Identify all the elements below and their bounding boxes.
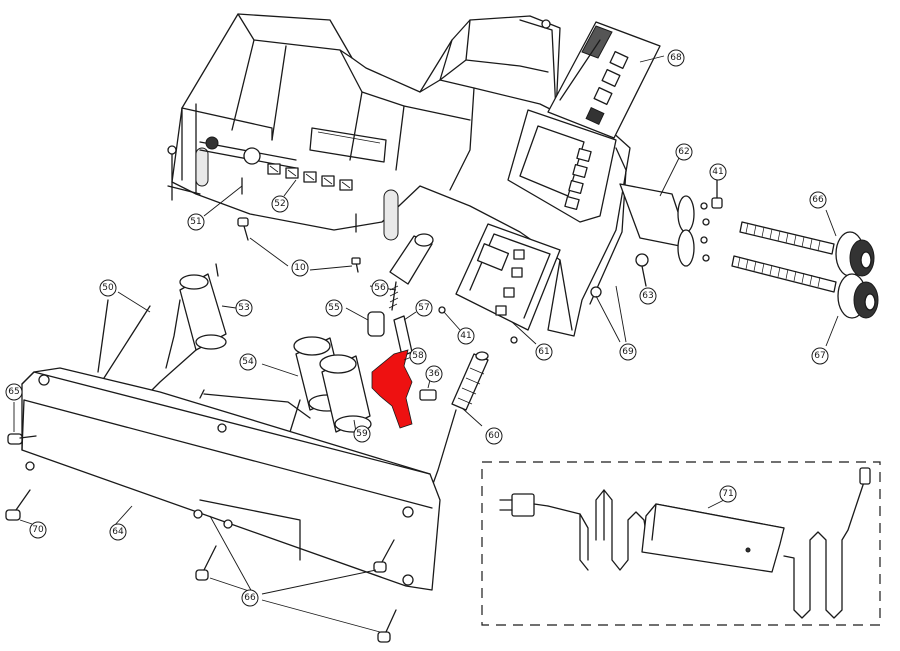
callout-balloon [535, 343, 553, 361]
callout-balloon [719, 485, 737, 503]
callout-label-64: 64 [112, 527, 124, 537]
control-label-card-69 [547, 21, 665, 139]
leader-41-left [443, 311, 461, 331]
callout-label-58: 58 [412, 351, 424, 361]
callout-label-51: 51 [190, 217, 201, 227]
callout-label-50: 50 [102, 283, 114, 293]
callout-balloon [485, 427, 503, 445]
connector-60 [429, 351, 489, 493]
callout-balloon [371, 279, 389, 297]
base-plate-64 [21, 367, 441, 591]
callout-balloon [353, 425, 371, 443]
callout-balloon [99, 279, 117, 297]
callout-label-53: 53 [238, 303, 249, 313]
screw-66-upper [7, 402, 37, 445]
callout-balloon [291, 259, 309, 277]
leader-51 [203, 185, 243, 217]
callout-label-36: 36 [428, 369, 440, 379]
callout-balloon [811, 347, 829, 365]
flange-assembly-62 [619, 155, 710, 267]
callout-label-60: 60 [488, 431, 500, 441]
callout-label-59: 59 [356, 429, 368, 439]
screw-10 [237, 217, 361, 273]
knob-screw-68 [731, 255, 879, 347]
pump-head-56 [369, 233, 434, 311]
coupling-55 [345, 307, 385, 337]
switch-row [267, 163, 353, 191]
callout-label-61: 61 [538, 347, 549, 357]
callout-label-10: 10 [294, 263, 306, 273]
callout-balloon [675, 143, 693, 161]
callout-label-66: 66 [244, 593, 256, 603]
screw-70 [590, 285, 627, 343]
callout-balloon [809, 191, 827, 209]
callout-label-66: 66 [812, 195, 824, 205]
callout-balloon [235, 299, 253, 317]
power-adapter-box [481, 461, 881, 626]
callout-label-67: 67 [814, 351, 825, 361]
motor-59 [319, 354, 372, 433]
callout-label-63: 63 [642, 291, 653, 301]
main-housing [167, 13, 631, 337]
callout-label-41: 41 [712, 167, 723, 177]
screws-66-lower [195, 515, 397, 643]
bolt-41-right [711, 179, 723, 209]
motor-wiring [97, 291, 311, 433]
callout-balloon [619, 343, 637, 361]
screw-36 [419, 379, 437, 401]
callout-label-54: 54 [242, 357, 254, 367]
screw-65 [5, 489, 33, 525]
callout-balloon [639, 287, 657, 305]
callout-balloon [709, 163, 727, 181]
callout-balloon [667, 49, 685, 67]
thread-marks [737, 222, 821, 288]
callout-balloon [29, 521, 47, 539]
callout-balloon [241, 589, 259, 607]
callout-balloon [457, 327, 475, 345]
control-board-61 [438, 223, 561, 345]
callout-label-68: 68 [670, 53, 682, 63]
callout-label-52: 52 [274, 199, 285, 209]
callout-balloon [325, 299, 343, 317]
callout-balloon [109, 523, 127, 541]
callout-balloon [415, 299, 433, 317]
callout-label-65: 65 [8, 387, 19, 397]
motor-53 [149, 263, 237, 393]
callout-label-56: 56 [374, 283, 386, 293]
screw-63 [635, 253, 649, 287]
callout-label-71: 71 [722, 489, 733, 499]
callout-label-57: 57 [418, 303, 429, 313]
callout-balloon [239, 353, 257, 371]
highlighted-part-58 [371, 349, 415, 429]
leader-52 [283, 179, 297, 197]
callout-label-62: 62 [678, 147, 689, 157]
callout-balloon [187, 213, 205, 231]
callout-balloon [271, 195, 289, 213]
callout-label-41: 41 [460, 331, 471, 341]
callout-balloon [409, 347, 427, 365]
callout-label-55: 55 [328, 303, 339, 313]
callout-label-69: 69 [622, 347, 634, 357]
callout-balloon [425, 365, 443, 383]
callout-balloon [5, 383, 23, 401]
callout-balloons: 10 36 41 41 50 51 52 53 54 55 56 57 58 59 60 61 62 63 64 65… [5, 49, 829, 607]
callout-label-70: 70 [32, 525, 44, 535]
